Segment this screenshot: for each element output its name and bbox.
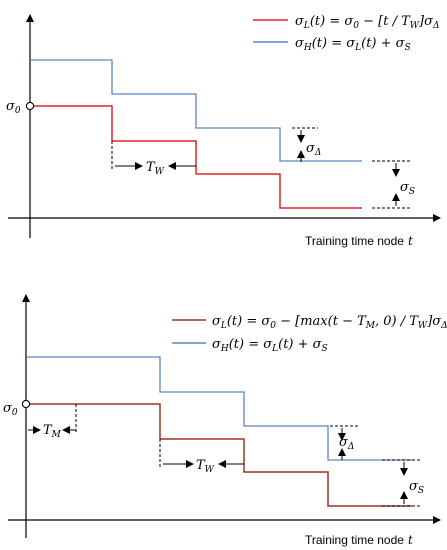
top-delta-label: σΔ — [306, 141, 321, 158]
top-tw-label: TW — [146, 160, 165, 177]
bottom-legend-high: σH(t) = σL(t) + σS — [212, 337, 328, 354]
bottom-legend-low: σL(t) = σ0 − [max(t − TM, 0) / TW]σΔ — [212, 314, 447, 331]
top-series-low — [30, 105, 362, 209]
bottom-gap-label: σS — [409, 479, 424, 496]
bottom-chart: σL(t) = σ0 − [max(t − TM, 0) / TW]σΔ σH(… — [3, 294, 447, 547]
top-legend-high: σH(t) = σL(t) + σS — [295, 36, 411, 53]
bottom-tm-label: TM — [43, 423, 62, 440]
bottom-series-low — [26, 403, 412, 507]
bottom-delta-label: σΔ — [339, 435, 354, 452]
top-series-high — [30, 59, 362, 162]
bottom-series-high — [26, 356, 412, 461]
top-chart: σL(t) = σ0 − [t / TW]σΔ σH(t) = σL(t) + … — [6, 14, 441, 248]
bottom-origin-label: σ0 — [3, 401, 18, 418]
top-origin-label: σ0 — [6, 99, 21, 116]
top-gap-label: σS — [400, 180, 415, 197]
bottom-origin-marker — [21, 399, 31, 409]
bottom-tw-label: TW — [196, 458, 215, 475]
top-origin-marker — [25, 101, 35, 111]
top-legend-low: σL(t) = σ0 − [t / TW]σΔ — [295, 14, 440, 31]
